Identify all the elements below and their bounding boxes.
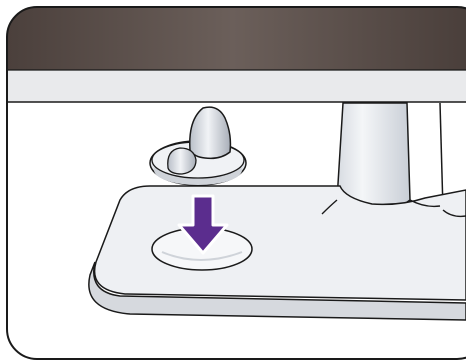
stand-base-edge — [88, 261, 466, 321]
monitor-lower-bezel — [7, 70, 466, 102]
monitor-bezel — [7, 7, 466, 70]
arrow-down-icon — [177, 194, 229, 255]
thumbscrew — [149, 106, 247, 186]
stand-base — [93, 185, 466, 301]
illustration-frame — [6, 6, 466, 360]
